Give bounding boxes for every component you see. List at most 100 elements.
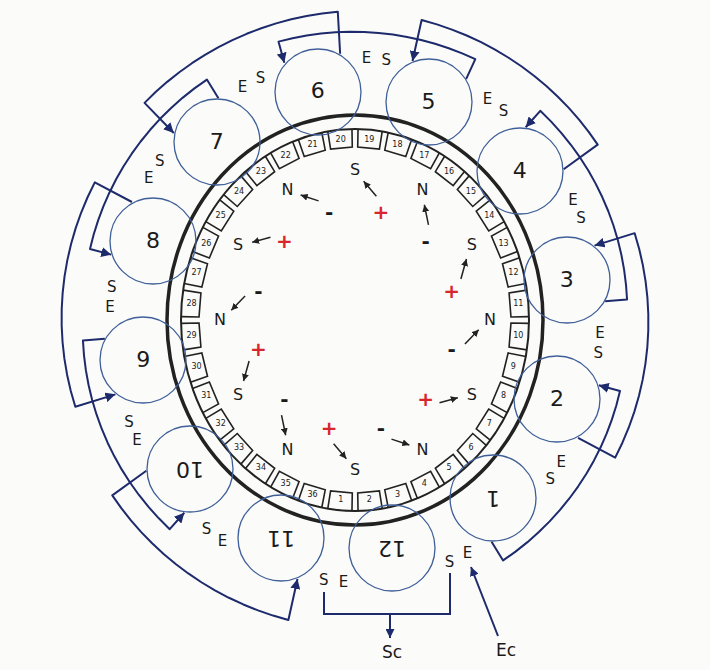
- terminal-label: E: [595, 325, 604, 340]
- stator-slot: [271, 142, 299, 169]
- stator-slot: [184, 353, 207, 382]
- coil-outline-circle: [147, 426, 233, 512]
- terminal-label: E: [483, 92, 492, 107]
- stator-slot: [411, 471, 439, 498]
- terminal-label: E: [105, 300, 114, 315]
- slot-number: 23: [256, 168, 266, 176]
- magnet-arrow: [440, 398, 458, 403]
- slot-number: 7: [487, 420, 492, 428]
- coil-number: 6: [311, 79, 325, 103]
- stator-slot: [298, 484, 325, 508]
- pole-label: N: [484, 312, 496, 328]
- coil-outline-circle: [524, 237, 610, 323]
- polarity-sign: +: [443, 281, 460, 301]
- stator-slot: [435, 156, 464, 185]
- sc-lead-arrow: [389, 614, 391, 638]
- stator-inner-edge: [181, 129, 529, 511]
- coil-outline-circle: [514, 356, 600, 442]
- stator-slot: [181, 290, 201, 317]
- polarity-sign: +: [372, 202, 389, 222]
- pole-label: S: [467, 387, 477, 403]
- slot-number: 16: [444, 168, 454, 176]
- slot-number: 36: [307, 491, 317, 499]
- coil-number: 8: [146, 229, 160, 253]
- winding-wire: [62, 182, 132, 406]
- stator-slot: [435, 454, 464, 483]
- stator-slot: [298, 133, 325, 157]
- magnet-arrow: [364, 181, 377, 196]
- coil-outline-circle: [275, 49, 361, 135]
- lead-label: Ec: [496, 642, 516, 659]
- stator-slot: [411, 142, 439, 169]
- coil-circle: 12: [348, 504, 436, 592]
- slot-number: 17: [419, 152, 429, 160]
- slot-number: 10: [513, 332, 523, 340]
- coil-outline-circle: [174, 99, 260, 185]
- pole-arrow-group: [231, 181, 478, 458]
- slot-number: 4: [422, 480, 427, 488]
- magnet-arrow: [244, 361, 250, 381]
- winding-wire: [578, 233, 648, 457]
- pole-label: N: [417, 442, 429, 458]
- polarity-sign: -: [325, 202, 333, 222]
- coil-circle: 7: [173, 98, 261, 186]
- terminal-label: S: [319, 573, 329, 588]
- pole-label: S: [350, 162, 360, 178]
- stator-slot: [385, 133, 412, 157]
- slot-number: 5: [447, 464, 452, 472]
- stator-slot: [457, 433, 486, 464]
- slot-number: 3: [395, 491, 400, 499]
- terminal-label: E: [218, 533, 227, 548]
- slot-number: 11: [513, 300, 523, 308]
- slot-number: 34: [256, 464, 266, 472]
- coil-outline-circle: [386, 59, 472, 145]
- terminal-label: E: [556, 454, 565, 469]
- slot-number: 27: [191, 269, 201, 277]
- stator-slot: [271, 471, 299, 498]
- magnet-arrow: [391, 439, 409, 445]
- coil-outline-circle: [349, 505, 435, 591]
- pole-label: S: [233, 387, 243, 403]
- winding-wire: [492, 385, 620, 560]
- pole-label: S: [467, 237, 477, 253]
- coil-number: 9: [136, 348, 150, 372]
- slot-number: 2: [367, 496, 372, 504]
- stator-slot: [206, 200, 234, 231]
- winding-wire: [526, 111, 627, 301]
- coil-circle: 11: [237, 494, 325, 582]
- winding-wire: [112, 471, 297, 620]
- winding-wire: [83, 339, 184, 529]
- coil-circle: 2: [513, 355, 601, 443]
- terminal-label: E: [463, 545, 472, 560]
- winding-wire: [278, 32, 475, 79]
- slot-number: 26: [201, 240, 211, 248]
- coil-number: 2: [550, 387, 564, 411]
- slot-number: 18: [392, 141, 402, 149]
- polarity-sign: -: [254, 281, 262, 301]
- terminal-label: S: [382, 52, 392, 67]
- magnet-arrow: [231, 296, 245, 310]
- stator-outer-edge: [167, 115, 543, 525]
- terminal-label: S: [545, 471, 555, 486]
- slot-number: 13: [499, 240, 509, 248]
- coil-circle: 6: [274, 48, 362, 136]
- magnet-arrow: [282, 415, 286, 435]
- stator-slot: [193, 382, 219, 413]
- magnet-arrow: [461, 259, 467, 279]
- stator-slot: [224, 176, 253, 207]
- pole-label: N: [282, 442, 294, 458]
- slot-number: 30: [191, 363, 201, 371]
- slot-number: 15: [466, 188, 476, 196]
- coil-circle: 5: [385, 58, 473, 146]
- slot-number: 29: [187, 332, 197, 340]
- coil-number: 7: [210, 130, 224, 154]
- stator-slot: [385, 484, 412, 508]
- polarity-sign: +: [250, 339, 267, 359]
- slot-number: 9: [511, 363, 516, 371]
- terminal-label: E: [132, 432, 141, 447]
- pole-label: N: [214, 312, 226, 328]
- stator-slot: [328, 491, 352, 511]
- coil-circle: 8: [109, 197, 197, 285]
- ec-lead-arrow: [471, 567, 498, 636]
- magnet-arrow: [424, 205, 428, 225]
